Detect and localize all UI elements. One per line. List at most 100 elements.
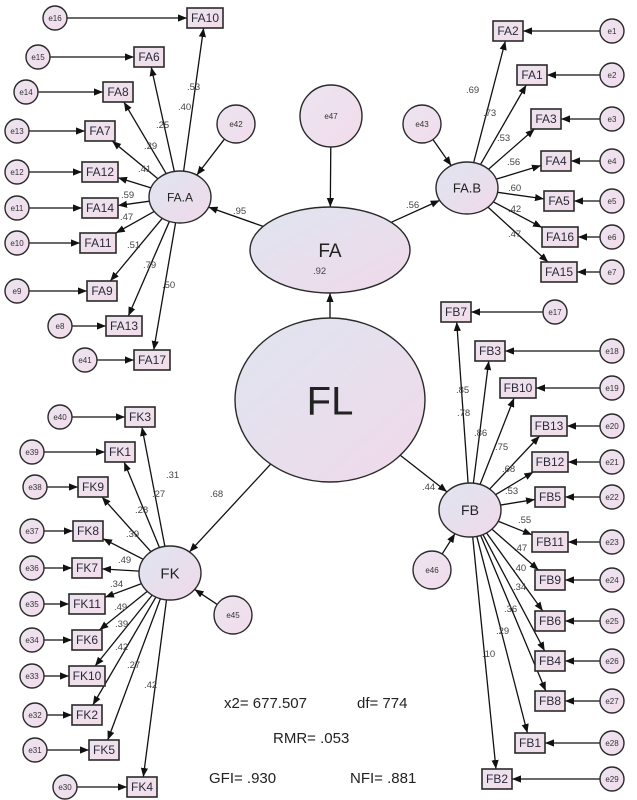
loading-fa-a-fa17 bbox=[151, 222, 177, 351]
error-label: e19 bbox=[605, 384, 619, 393]
latent-label: FK bbox=[160, 565, 179, 582]
loading-fb-fb7 bbox=[453, 321, 469, 484]
loading-fa-a-fa10 bbox=[182, 27, 206, 172]
indicator-label: FA13 bbox=[110, 319, 138, 333]
indicator-fk3: FK3 bbox=[124, 406, 156, 428]
error-label: e34 bbox=[25, 636, 39, 645]
coef-fa-fa-b: .56 bbox=[406, 200, 419, 211]
error-label: e3 bbox=[608, 115, 617, 124]
error-term-e2: e2 bbox=[599, 62, 625, 88]
coef-fk3: .31 bbox=[166, 470, 179, 481]
error-label: e16 bbox=[48, 14, 62, 23]
error-label: e13 bbox=[10, 127, 24, 136]
indicator-label: FB12 bbox=[536, 455, 565, 469]
error-term-e5: e5 bbox=[599, 188, 625, 214]
indicator-fa3: FA3 bbox=[530, 108, 562, 130]
error-label: e22 bbox=[605, 493, 619, 502]
loading-fa-b-fa4 bbox=[495, 164, 542, 180]
coef-fa3: .53 bbox=[497, 133, 510, 144]
coef-fa9: .51 bbox=[127, 240, 140, 251]
error-term-e6: e6 bbox=[599, 224, 625, 250]
indicator-label: FA5 bbox=[548, 194, 570, 208]
loading-fa-b-fa5 bbox=[497, 191, 545, 202]
latent-fa: FA bbox=[249, 206, 411, 294]
latent-label: FA bbox=[318, 241, 342, 262]
indicator-fb10: FB10 bbox=[499, 377, 537, 399]
indicator-label: FK9 bbox=[82, 480, 104, 494]
indicator-label: FK10 bbox=[73, 669, 102, 683]
error-label: e28 bbox=[605, 739, 619, 748]
loading-fa-b-fa16 bbox=[492, 201, 543, 229]
coef-fk1: .27 bbox=[152, 489, 165, 500]
indicator-fb3: FB3 bbox=[474, 340, 506, 362]
error-term-e43: e43 bbox=[402, 104, 442, 144]
error-label: e11 bbox=[11, 204, 24, 213]
coef-fa6: .40 bbox=[178, 102, 191, 113]
error-label: e32 bbox=[28, 711, 42, 720]
error-term-e26: e26 bbox=[599, 648, 625, 674]
indicator-fa13: FA13 bbox=[105, 315, 143, 337]
error-term-e45: e45 bbox=[213, 595, 253, 635]
indicator-label: FA2 bbox=[497, 24, 519, 38]
indicator-fa8: FA8 bbox=[102, 81, 134, 103]
indicator-fa9: FA9 bbox=[86, 280, 118, 302]
error-label: e35 bbox=[25, 600, 39, 609]
indicator-fk11: FK11 bbox=[68, 593, 106, 615]
path-fa-to-fa-a bbox=[208, 206, 264, 227]
error-term-e19: e19 bbox=[599, 375, 625, 401]
latent-fl: FL bbox=[234, 317, 426, 483]
path-fl-to-fb bbox=[399, 454, 448, 493]
error-term-e13: e13 bbox=[4, 118, 30, 144]
loading-fa-a-fa7 bbox=[111, 140, 159, 180]
coef-fb11: .55 bbox=[518, 515, 531, 526]
latent-label: FB bbox=[461, 502, 479, 518]
indicator-label: FA9 bbox=[91, 284, 113, 298]
indicator-fb6: FB6 bbox=[534, 610, 566, 632]
paths-layer bbox=[29, 14, 600, 791]
loading-fb-fb3 bbox=[472, 360, 492, 484]
path-fa-to-fa-b bbox=[390, 199, 440, 223]
indicator-label: FB10 bbox=[504, 381, 533, 395]
coef-fk6: .49 bbox=[114, 602, 127, 613]
indicator-fa6: FA6 bbox=[133, 46, 165, 68]
indicator-label: FB13 bbox=[535, 419, 564, 433]
indicator-label: FB8 bbox=[539, 694, 561, 708]
error-label: e9 bbox=[13, 287, 22, 296]
coef-fa10: .53 bbox=[187, 82, 200, 93]
error-term-e42: e42 bbox=[216, 104, 256, 144]
coef-fa15: .47 bbox=[508, 229, 521, 240]
coef-fk9: .28 bbox=[135, 505, 148, 516]
loading-fk-fk7 bbox=[101, 565, 140, 574]
indicator-label: FA15 bbox=[545, 265, 573, 279]
error-label: e40 bbox=[53, 413, 67, 422]
error-term-e24: e24 bbox=[599, 567, 625, 593]
coef-fa7: .29 bbox=[144, 141, 157, 152]
indicator-label: FB3 bbox=[479, 344, 501, 358]
indicator-label: FB9 bbox=[539, 573, 561, 587]
error-label: e30 bbox=[58, 783, 72, 792]
error-term-e41: e41 bbox=[72, 347, 98, 373]
fit-chi-square: x2= 677.507 bbox=[224, 695, 307, 712]
coef-fb2: .10 bbox=[482, 649, 495, 660]
indicator-fa11: FA11 bbox=[79, 232, 117, 254]
error-label: e20 bbox=[605, 422, 619, 431]
error-term-e34: e34 bbox=[19, 627, 45, 653]
coef-fb8: .36 bbox=[504, 604, 517, 615]
coef-fk5: .27 bbox=[127, 660, 140, 671]
loading-fb-fb1 bbox=[476, 536, 529, 734]
error-term-e38: e38 bbox=[22, 474, 48, 500]
indicator-fa2: FA2 bbox=[492, 20, 524, 42]
path-e42-to-fa-a bbox=[196, 138, 225, 176]
indicator-fk6: FK6 bbox=[71, 629, 103, 651]
error-term-e10: e10 bbox=[4, 230, 30, 256]
coef-fa5: .60 bbox=[508, 183, 521, 194]
error-term-e32: e32 bbox=[22, 702, 48, 728]
loading-fa-a-fa8 bbox=[123, 101, 167, 175]
error-term-e39: e39 bbox=[19, 439, 45, 465]
indicator-label: FA11 bbox=[84, 236, 111, 250]
loading-fb-fb12 bbox=[495, 471, 534, 496]
latent-label: FA.A bbox=[167, 190, 193, 204]
loading-fa-b-fa3 bbox=[488, 128, 535, 170]
